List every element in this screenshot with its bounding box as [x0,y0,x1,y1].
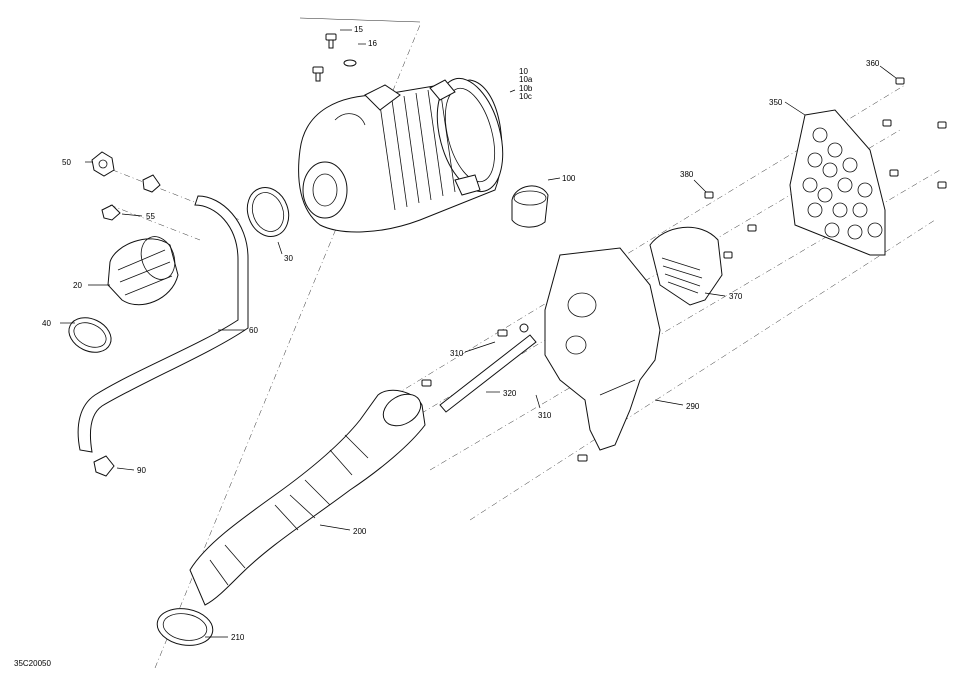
callout-40: 40 [42,319,51,328]
callout-50: 50 [62,158,71,167]
intake-duct-200 [189,389,426,606]
callout-370: 370 [729,292,743,301]
callout-380: 380 [680,170,694,179]
callout-310-upper: 310 [450,349,464,358]
callout-320: 320 [503,389,517,398]
clamp-210 [156,608,214,646]
callout-15: 15 [354,25,363,34]
callout-200: 200 [353,527,367,536]
callout-310-lower: 310 [538,411,552,420]
intake-adapter-20 [107,236,179,306]
callout-60: 60 [249,326,258,335]
callout-290: 290 [686,402,700,411]
washer-16 [343,59,357,67]
screw-380 [704,191,757,259]
callout-labels: 15 16 10 10a 10b 10c 50 55 20 30 40 60 9… [14,25,880,668]
honeycomb-cells [802,127,883,240]
drawing-code: 35C20050 [14,659,51,668]
side-panel-290 [544,247,661,451]
grille-370 [649,226,723,306]
clamp-40 [68,317,112,353]
callout-10a: 10a [519,75,533,84]
callout-350: 350 [769,98,783,107]
callout-30: 30 [284,254,293,263]
fitting-50 [91,151,115,177]
screw-360 [882,77,947,189]
leader-lines [60,29,897,638]
hose-60 [77,195,249,453]
callout-90: 90 [137,466,146,475]
screw-15 [325,33,337,49]
callout-20: 20 [73,281,82,290]
clip-55 [101,174,161,221]
bolt-310 [421,329,588,462]
callout-10: 10 [519,67,528,76]
callout-10c: 10c [519,92,532,101]
clamp-30 [246,187,290,237]
callout-360: 360 [866,59,880,68]
callout-10b: 10b [519,84,533,93]
fitting-90 [93,455,115,477]
callout-210: 210 [231,633,245,642]
honeycomb-panel-350 [789,109,886,256]
cap-100 [511,185,549,228]
screw-15b [312,66,324,82]
callout-55: 55 [146,212,155,221]
callout-16: 16 [368,39,377,48]
rod-320 [439,323,537,413]
callout-100: 100 [562,174,576,183]
air-filter-housing [298,77,504,233]
